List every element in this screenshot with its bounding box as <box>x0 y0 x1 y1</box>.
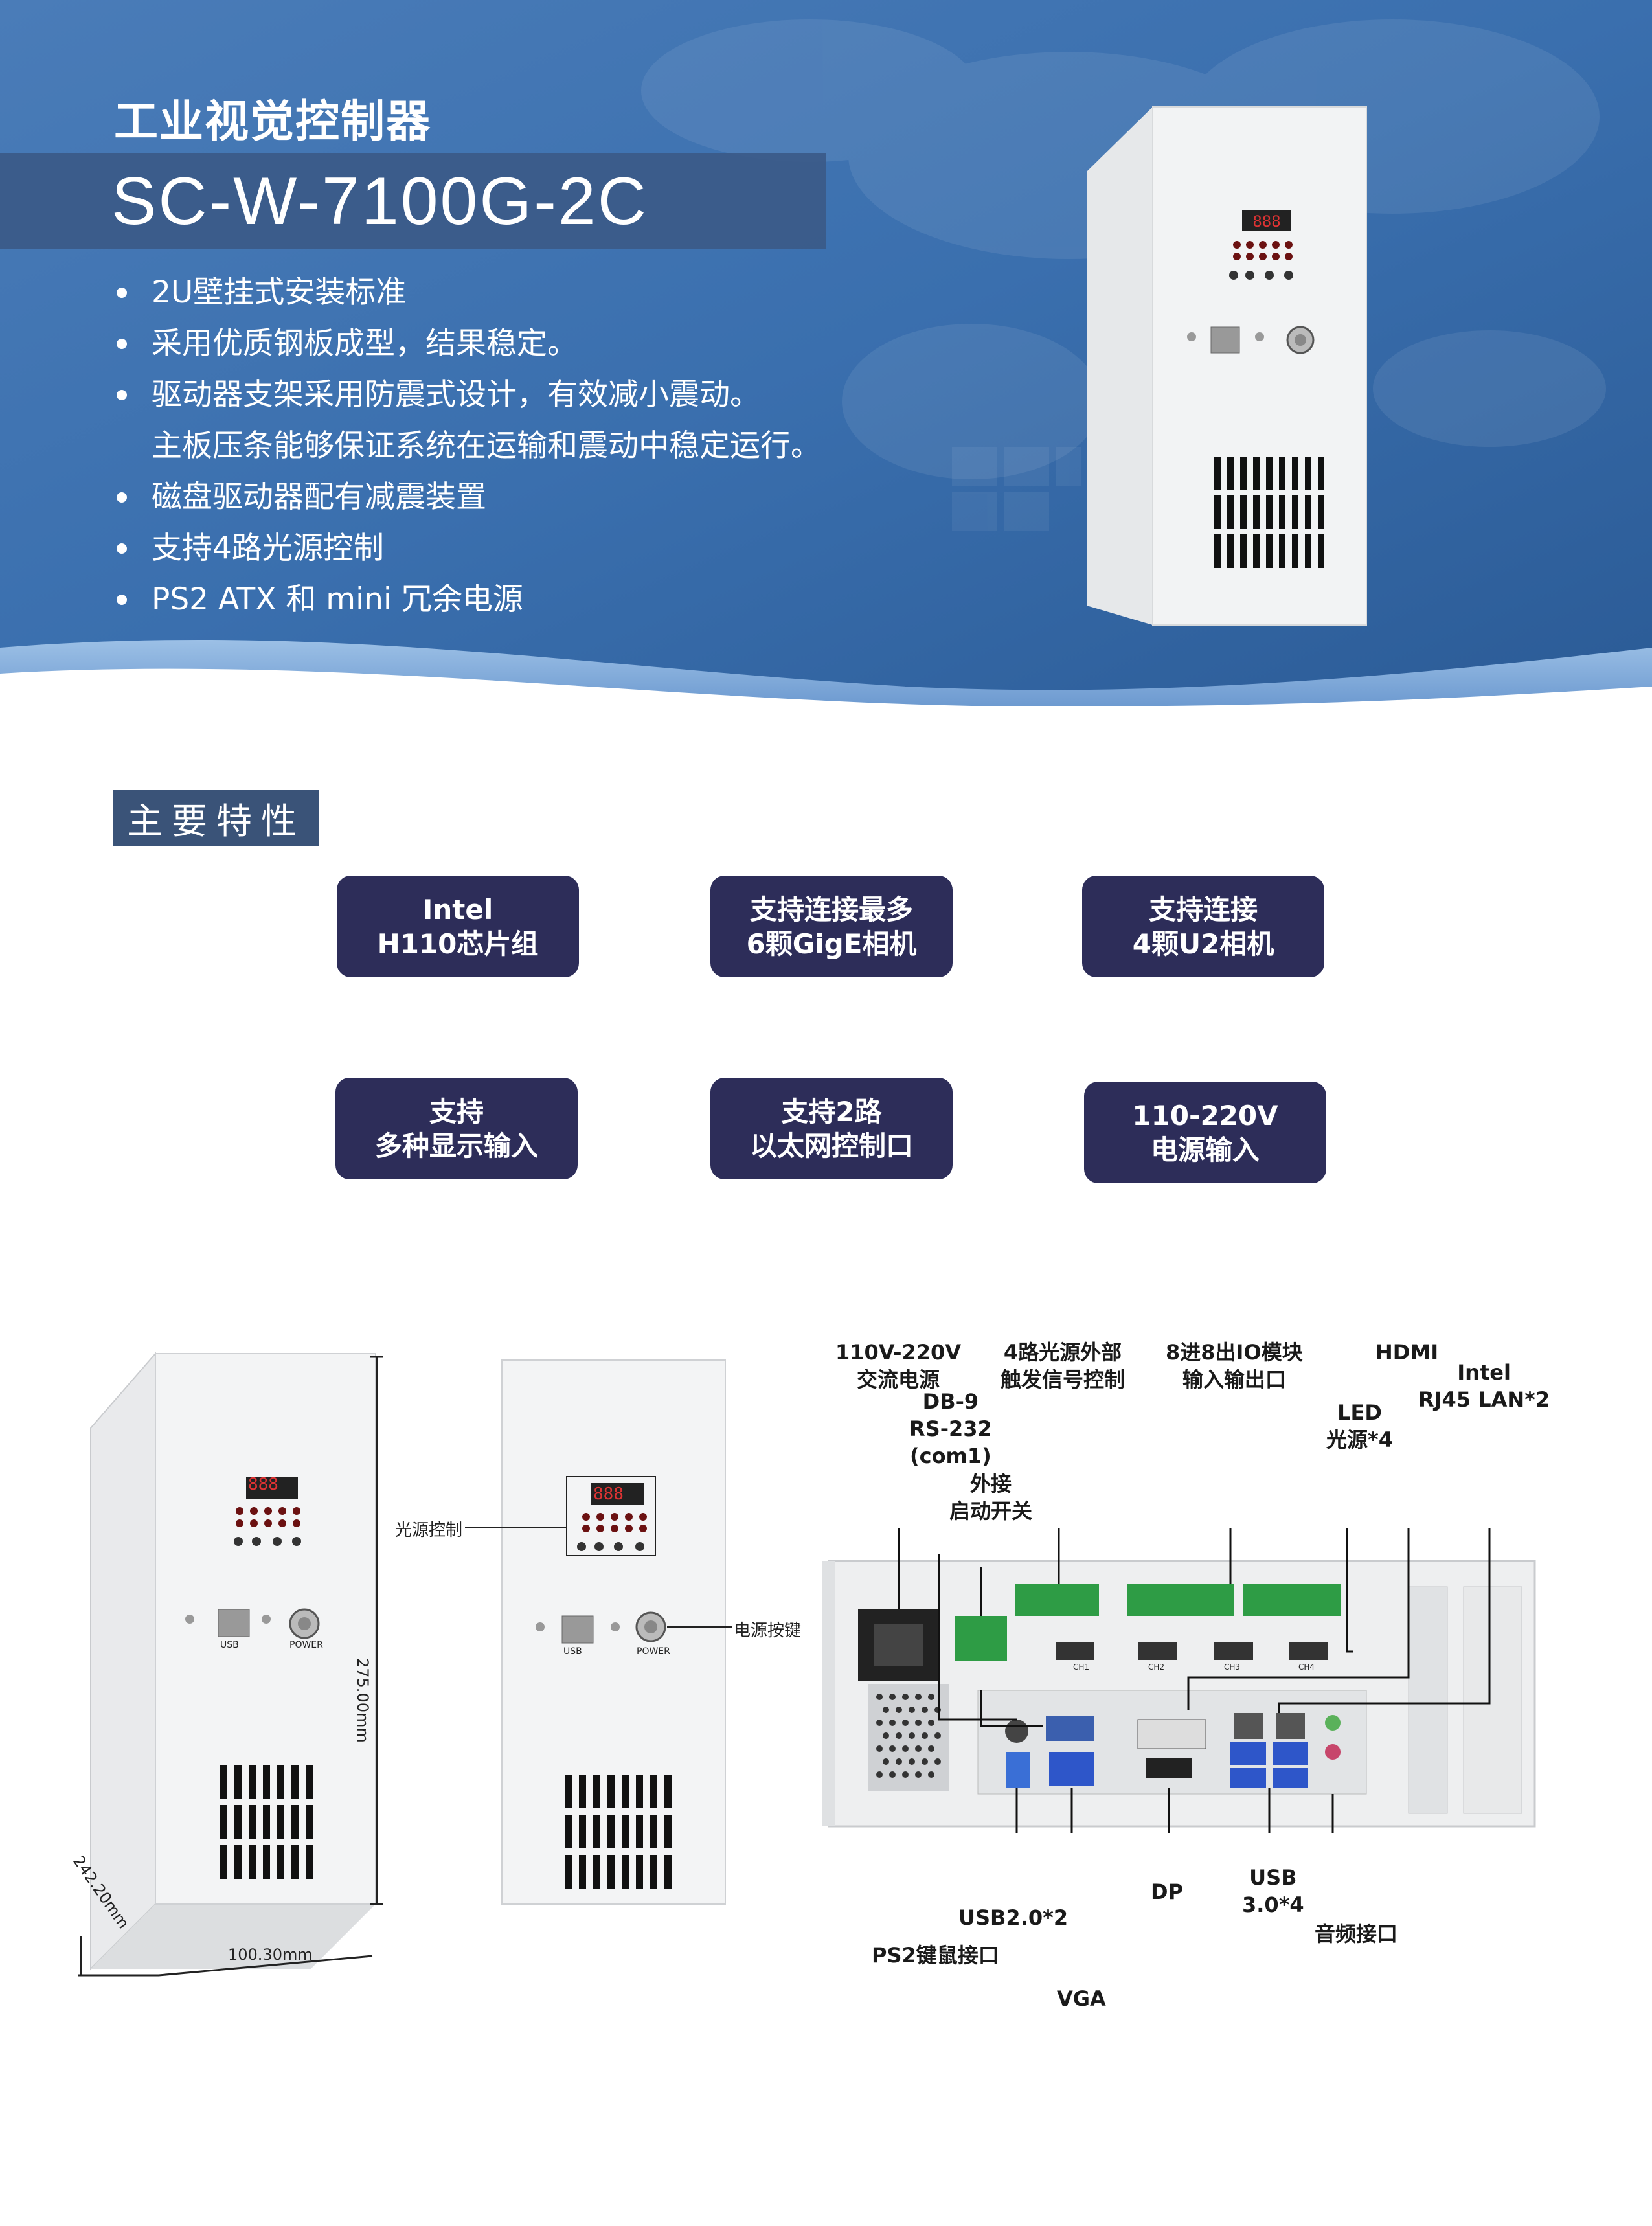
ch4-label: CH4 <box>1298 1663 1315 1672</box>
label-ps2: PS2键鼠接口 <box>872 1943 999 1968</box>
callout-light-control: 光源控制 <box>395 1521 463 1540</box>
label-dp: DP <box>1151 1880 1184 1904</box>
section-title-features: 主要特性 <box>113 790 319 846</box>
bullet-dot-icon <box>117 288 127 298</box>
label-usb2: USB2.0*2 <box>958 1905 1069 1930</box>
dimension-height: 275.00mm <box>354 1658 372 1743</box>
bullet-item-continued: 主板压条能够保证系统在运输和震动中稳定运行。 <box>152 428 821 464</box>
front-display-digits: 888 <box>593 1484 624 1504</box>
rear-panel-drawing <box>822 1528 1536 1833</box>
hero-background: 888 <box>0 0 1652 706</box>
ch3-label: CH3 <box>1224 1663 1241 1672</box>
label-io-module: 8进8出IO模块输入输出口 <box>1166 1340 1303 1392</box>
ch1-label: CH1 <box>1073 1663 1090 1672</box>
ch2-label: CH2 <box>1148 1663 1165 1672</box>
bullet-item: 支持4路光源控制 <box>114 523 821 574</box>
bullet-item: 磁盘驱动器配有减震装置 <box>114 471 821 523</box>
label-audio: 音频接口 <box>1315 1922 1398 1946</box>
label-vga: VGA <box>1057 1986 1106 2011</box>
model-band <box>0 153 826 249</box>
model-number: SC-W-7100G-2C <box>111 164 648 239</box>
page-title: 工业视觉控制器 <box>114 97 432 148</box>
label-light-trigger: 4路光源外部触发信号控制 <box>1001 1340 1126 1392</box>
front-power-label: POWER <box>637 1646 670 1657</box>
bullet-dot-icon <box>117 492 127 503</box>
front-usb-label: USB <box>563 1646 582 1657</box>
bullet-dot-icon <box>117 543 127 554</box>
hero-banner: 888 工业视觉控制器 SC-W-7100G-2C 2U壁挂式安装标准 采用优质… <box>0 0 1652 706</box>
feature-card: 支持多种显示输入 <box>335 1078 578 1179</box>
label-hdmi: HDMI <box>1375 1340 1439 1365</box>
feature-bullet-list: 2U壁挂式安装标准 采用优质钢板成型，结果稳定。 驱动器支架采用防震式设计，有效… <box>114 267 821 625</box>
isometric-display-digits: 888 <box>248 1475 278 1494</box>
hero-product-image: 888 <box>1087 106 1367 626</box>
bullet-dot-icon <box>117 390 127 400</box>
isometric-power-label: POWER <box>289 1640 323 1650</box>
dimension-width: 100.30mm <box>228 1946 313 1964</box>
bullet-item: 采用优质钢板成型，结果稳定。 <box>114 318 821 369</box>
bullet-dot-icon <box>117 339 127 349</box>
bullet-item: 驱动器支架采用防震式设计，有效减小震动。 <box>114 369 821 420</box>
isometric-usb-label: USB <box>220 1640 239 1650</box>
bullet-item: 2U壁挂式安装标准 <box>114 267 821 318</box>
svg-text:888: 888 <box>1252 212 1280 231</box>
bullet-dot-icon <box>117 595 127 605</box>
label-external-switch: 外接启动开关 <box>949 1471 1033 1523</box>
callout-power-key: 电源按键 <box>734 1621 802 1641</box>
device-dimension-drawing <box>78 1352 732 1977</box>
bullet-item: PS2 ATX 和 mini 冗余电源 <box>114 574 821 625</box>
feature-card: 支持2路以太网控制口 <box>710 1078 953 1179</box>
